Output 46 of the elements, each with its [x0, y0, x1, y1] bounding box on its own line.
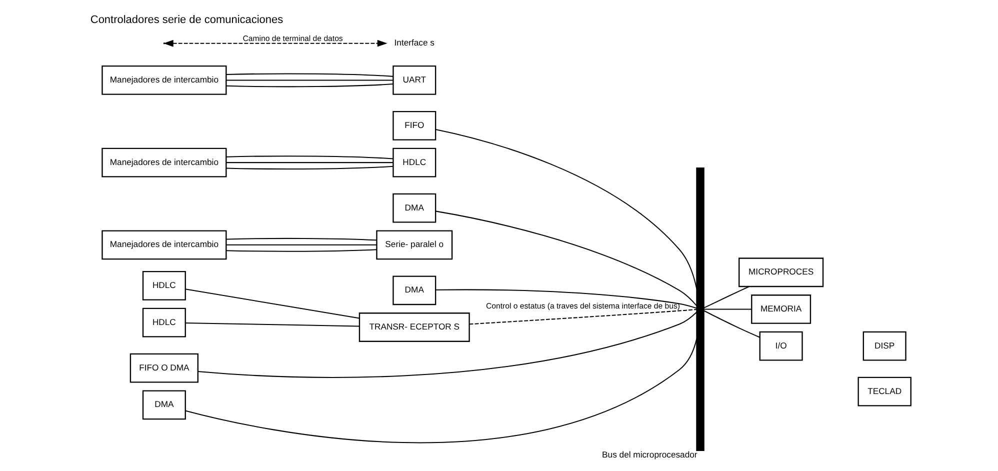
connector	[226, 83, 394, 88]
edge-label: Camino de terminal de datos	[242, 34, 343, 43]
connector	[226, 162, 394, 164]
node-box: TECLAD	[858, 376, 912, 406]
connector	[185, 338, 698, 443]
connector	[226, 238, 377, 241]
node-box: MICROPROCES	[738, 258, 824, 288]
connector	[226, 166, 394, 170]
connector	[704, 286, 750, 308]
connector	[704, 308, 752, 310]
node-label: Bus del microprocesador	[602, 449, 698, 460]
connector	[436, 210, 698, 306]
node-box: DISP	[862, 331, 906, 361]
node-box: DMA	[392, 276, 436, 306]
node-box: Serie- paralel o	[376, 230, 453, 260]
connector	[704, 310, 760, 338]
node-text: Interface s	[394, 38, 434, 48]
diagram-title: Controladores serie de comunicaciones	[90, 14, 284, 26]
node-box: HDLC	[142, 271, 186, 300]
node-box: FIFO O DMA	[130, 353, 198, 383]
node-box: HDLC	[392, 148, 436, 178]
node-box: DMA	[392, 193, 436, 223]
connector	[436, 289, 697, 309]
node-box: MEMORIA	[751, 294, 812, 324]
edge-label: Control o estatus (a traves del sistema interface de bus)	[486, 301, 680, 310]
node-box: FIFO	[392, 110, 436, 140]
connector	[186, 322, 360, 327]
node-box: UART	[392, 66, 436, 95]
connector	[198, 312, 698, 378]
connector	[226, 80, 394, 81]
connector	[185, 288, 360, 319]
arrow	[163, 40, 388, 47]
connector	[226, 244, 377, 246]
connector	[436, 128, 698, 290]
node-box: HDLC	[142, 308, 186, 338]
node-bar	[696, 167, 704, 451]
node-box: DMA	[142, 390, 186, 420]
node-box: Manejadores de intercambio	[102, 66, 227, 95]
connector	[226, 249, 377, 252]
connector	[469, 308, 697, 325]
node-box: I/O	[759, 331, 803, 361]
node-box: Manejadores de intercambio	[102, 230, 227, 260]
connector	[226, 73, 394, 77]
connector	[226, 156, 394, 160]
node-box: Manejadores de intercambio	[102, 148, 227, 178]
node-box: TRANSR- ECEPTOR S	[358, 312, 470, 342]
